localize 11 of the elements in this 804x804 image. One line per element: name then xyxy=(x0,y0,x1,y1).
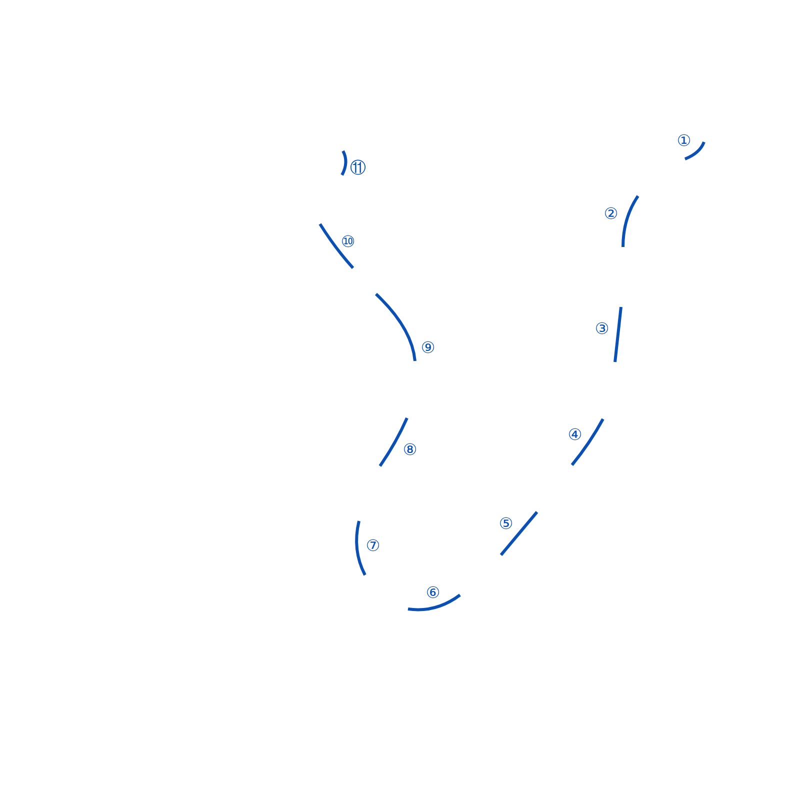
callout-number: ⑦ xyxy=(366,537,380,555)
callout-number: ⑤ xyxy=(498,515,514,533)
callout-number: ③ xyxy=(594,320,610,338)
callout-number: ⑧ xyxy=(402,441,418,459)
callout-number: ⑨ xyxy=(420,339,436,357)
callout-number: ① xyxy=(676,132,692,150)
callout-number: ⑥ xyxy=(426,584,440,602)
callout-number: ④ xyxy=(568,426,582,444)
callout-number: ② xyxy=(604,205,618,223)
callout-number: ⑪ xyxy=(350,159,366,177)
callout-number: ⑩ xyxy=(340,233,356,251)
